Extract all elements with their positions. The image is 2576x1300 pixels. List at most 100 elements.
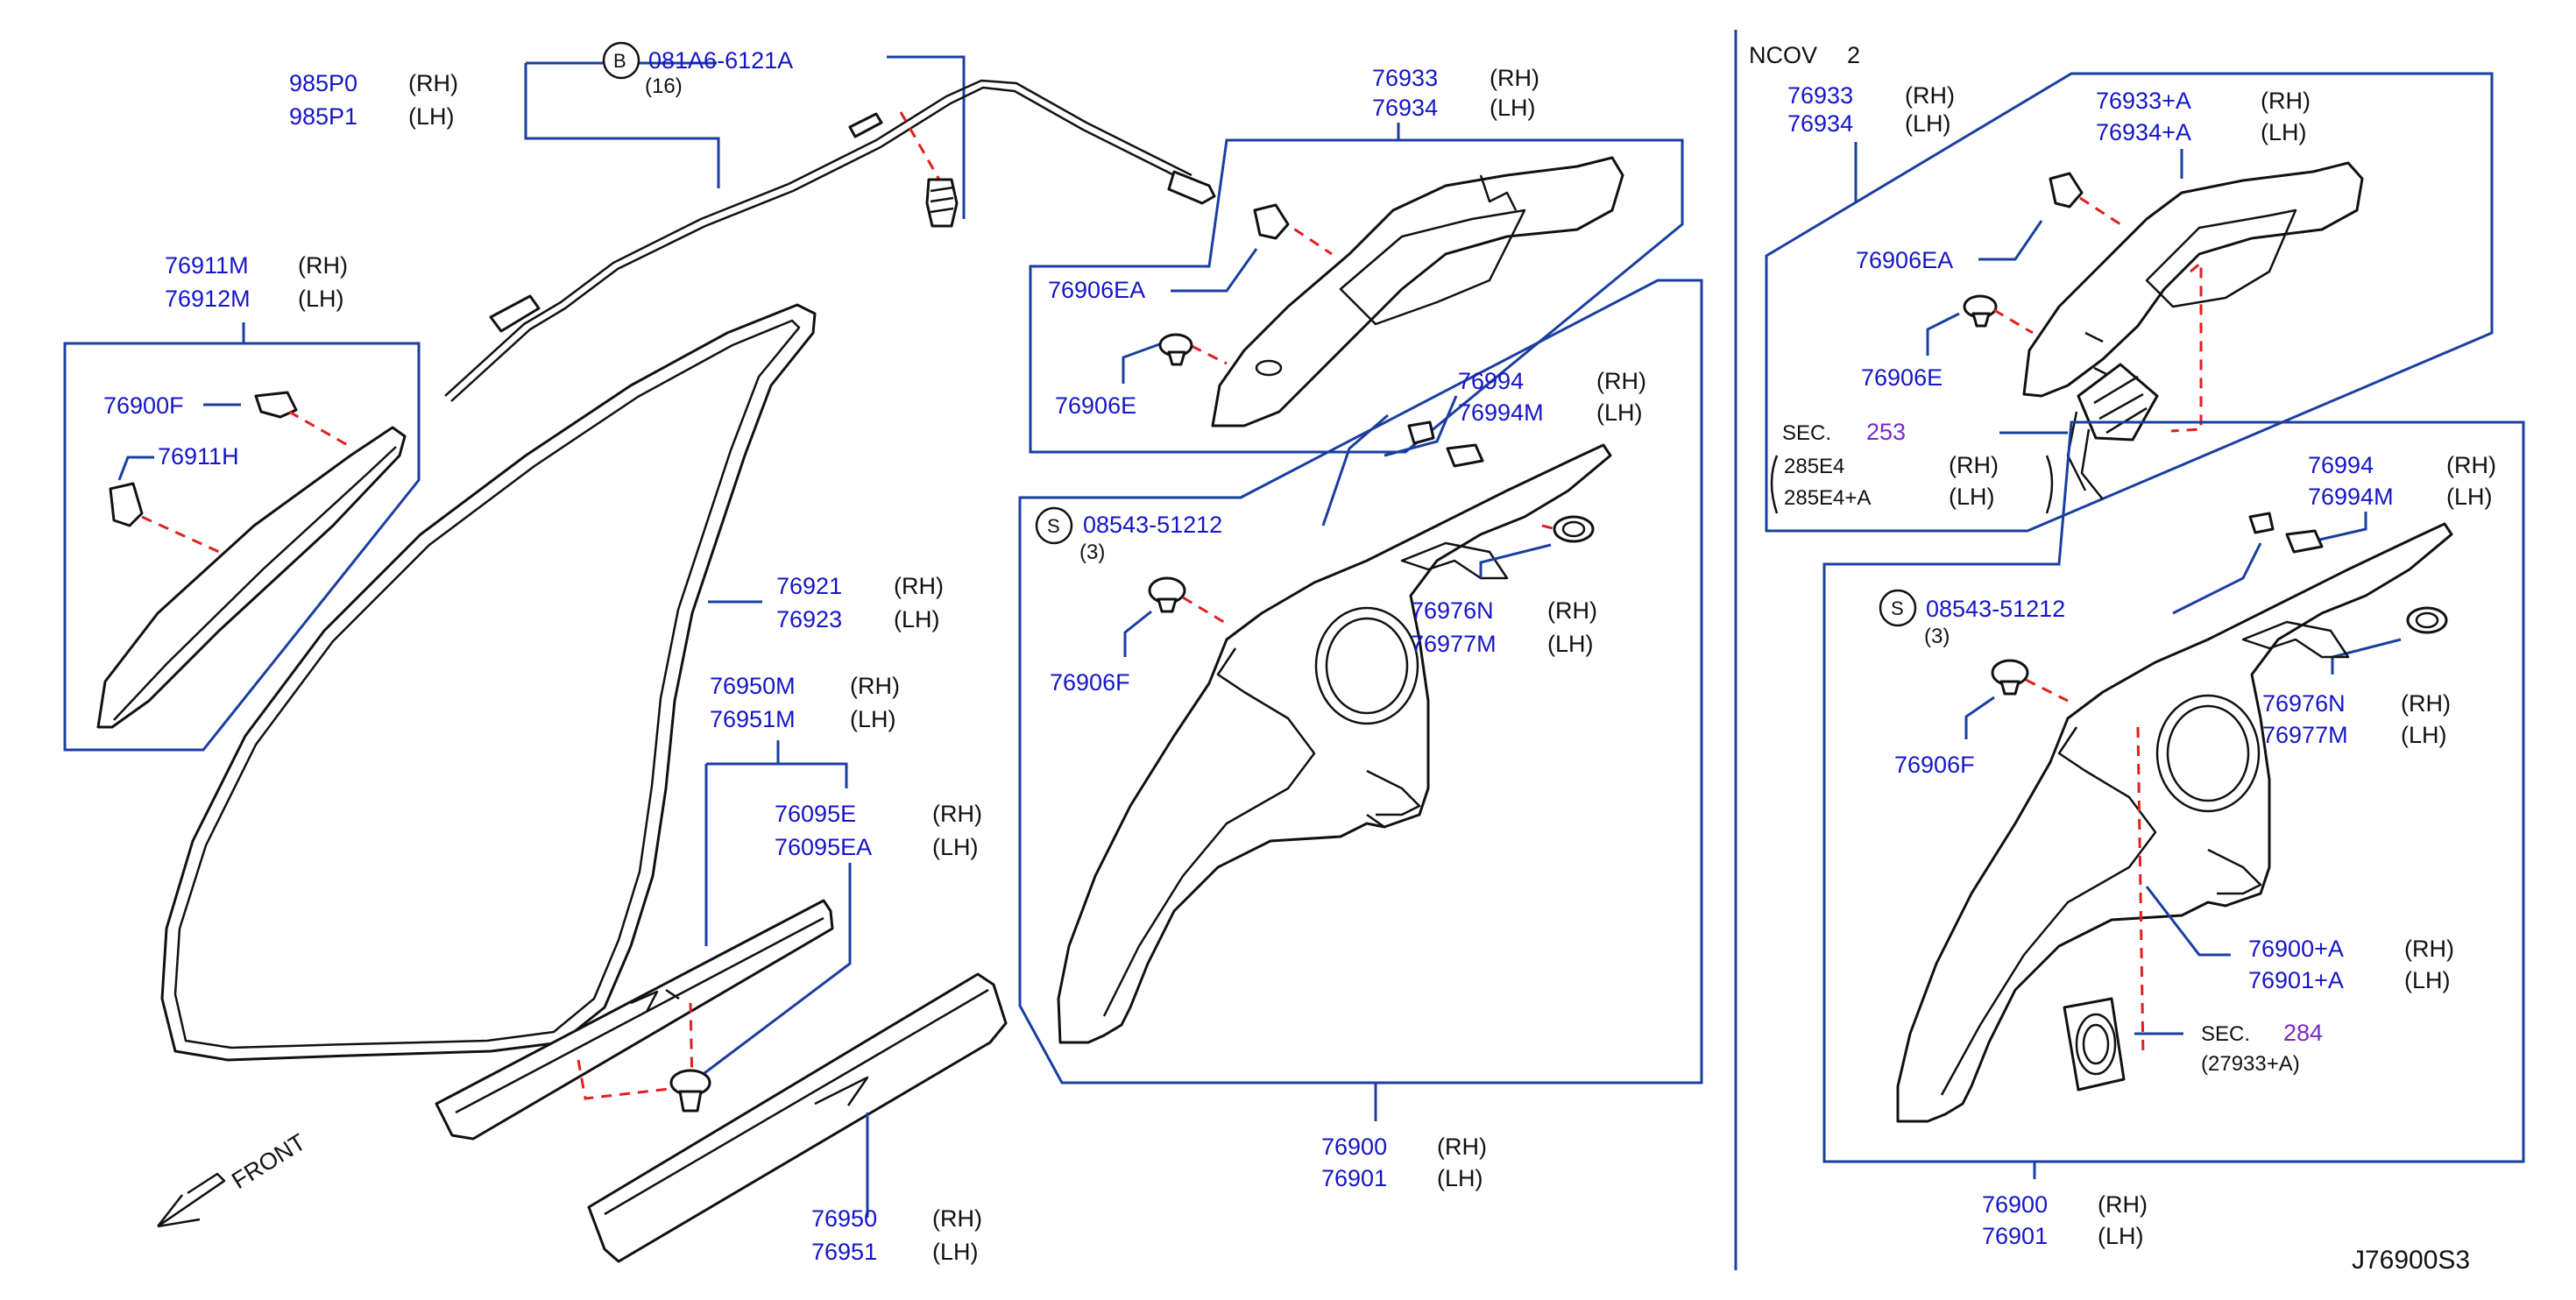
r-speaker-icon[interactable] xyxy=(2063,997,2126,1092)
r-clip-76906f-number[interactable]: 76906F xyxy=(1894,752,1975,778)
kick-clip-icon[interactable] xyxy=(669,1069,711,1113)
r-quarter-trim-lh-number[interactable]: 76901 xyxy=(1982,1223,2048,1249)
quarter-trim-rh-side: (RH) xyxy=(1437,1134,1487,1160)
quarter-trim-part[interactable] xyxy=(1057,443,1612,1044)
r-clip-e-number[interactable]: 76906E xyxy=(1861,364,1943,391)
r-clip-bracket-lh-side: (LH) xyxy=(2446,484,2493,510)
pillar-finisher-lh-side: (LH) xyxy=(298,286,344,312)
r-sec284-number[interactable]: 284 xyxy=(2283,1020,2323,1046)
r-quarter-trim-a-lh-number[interactable]: 76901+A xyxy=(2248,967,2344,993)
r-sec253-rh-number[interactable]: 285E4 xyxy=(1784,455,1844,478)
r-grommet-icon[interactable] xyxy=(2406,606,2448,634)
r-harness-connector-icon[interactable] xyxy=(2066,363,2159,500)
quarter-trim-lh-side: (LH) xyxy=(1437,1165,1483,1191)
weatherstrip-rh-number[interactable]: 76921 xyxy=(776,573,842,599)
clip-76906f-icon[interactable] xyxy=(1148,576,1186,613)
r-quarter-trim-a-rh-number[interactable]: 76900+A xyxy=(2248,936,2344,962)
r-grommet-rh-number[interactable]: 76976N xyxy=(2262,690,2346,717)
r-clip-e-icon[interactable] xyxy=(1963,294,1998,328)
r-upper-trim-a-rh-side: (RH) xyxy=(2261,88,2311,114)
grommet-icon[interactable] xyxy=(1553,515,1595,543)
quarter-trim-lh-number[interactable]: 76901 xyxy=(1321,1165,1387,1191)
r-clip-bracket-icon[interactable] xyxy=(2285,529,2324,554)
r-clip-ea-icon[interactable] xyxy=(2049,172,2084,208)
r-clip-bracket-rh-side: (RH) xyxy=(2446,452,2496,478)
bracket-bolt-icon[interactable] xyxy=(1407,420,1435,445)
lower-kick-plate-part[interactable] xyxy=(587,972,1008,1263)
weatherstrip-lh-number[interactable]: 76923 xyxy=(776,606,842,632)
kick-plate-lh-number[interactable]: 76951M xyxy=(710,706,796,732)
r-upper-trim-a-rh-number[interactable]: 76933+A xyxy=(2096,88,2191,114)
clip-bracket-lh-side: (LH) xyxy=(1596,399,1643,426)
r-screw-code[interactable]: 08543-51212 xyxy=(1926,596,2065,622)
r-screw-qty: (3) xyxy=(1924,625,1950,648)
r-bracket-bolt-icon[interactable] xyxy=(2248,512,2275,534)
clip-76911h-icon[interactable] xyxy=(109,482,144,527)
bolt-code[interactable]: 081A6-6121A xyxy=(648,47,793,74)
ncov-label: NCOV xyxy=(1749,42,1817,68)
kick-plate-part[interactable] xyxy=(435,899,834,1141)
r-sec253-lh-number[interactable]: 285E4+A xyxy=(1784,486,1871,510)
cable-rh-number[interactable]: 985P0 xyxy=(289,70,357,96)
r-upper-trim-part[interactable] xyxy=(2022,161,2364,398)
kick-clip-rh-side: (RH) xyxy=(932,801,982,827)
upper-clip-e-icon[interactable] xyxy=(1158,333,1193,366)
r-sec284-sub[interactable]: (27933+A) xyxy=(2201,1052,2300,1076)
kick-plate-group: 76950M (RH) 76951M (LH) 76095E (RH) 7609… xyxy=(435,673,982,1141)
weatherstrip-rh-side: (RH) xyxy=(894,573,944,599)
cable-lh-side: (LH) xyxy=(408,103,455,130)
weatherstrip-lh-side: (LH) xyxy=(894,606,940,632)
kick-plate-rh-number[interactable]: 76950M xyxy=(710,673,796,699)
grommet-lh-number[interactable]: 76977M xyxy=(1411,631,1497,657)
clip-bracket-rh-side: (RH) xyxy=(1596,368,1646,394)
kick-clip-rh-number[interactable]: 76095E xyxy=(775,801,856,827)
bolt-qty: (16) xyxy=(645,74,683,98)
release-cable-group: 985P0 (RH) 985P1 (LH) B 081A6-6121A (16) xyxy=(289,41,1216,402)
r-upper-trim-rh-number[interactable]: 76933 xyxy=(1787,82,1853,109)
upper-trim-part[interactable] xyxy=(1211,156,1624,427)
r-clip-bracket-rh-number[interactable]: 76994 xyxy=(2308,452,2374,478)
upper-trim-lh-number[interactable]: 76934 xyxy=(1372,95,1438,121)
quarter-trim-rh-number[interactable]: 76900 xyxy=(1321,1134,1387,1160)
pillar-finisher-rh-number[interactable]: 76911M xyxy=(165,252,249,279)
clip-76900f-icon[interactable] xyxy=(254,391,298,419)
r-clip-ea-number[interactable]: 76906EA xyxy=(1856,247,1953,273)
r-upper-trim-a-lh-number[interactable]: 76934+A xyxy=(2096,119,2191,145)
upper-clip-ea-icon[interactable] xyxy=(1253,203,1290,240)
screw-code[interactable]: 08543-51212 xyxy=(1083,512,1222,538)
cable-clip-2 xyxy=(848,112,883,138)
clip-bracket-lh-number[interactable]: 76994M xyxy=(1458,399,1544,426)
ncov-variant-group: NCOV 2 76933 (RH) 76934 (LH) 76933+A (RH… xyxy=(1749,42,2525,1249)
clip-76906f-number[interactable]: 76906F xyxy=(1050,669,1130,696)
lower-kick-plate-lh-number[interactable]: 76951 xyxy=(811,1239,877,1265)
upper-trim-rh-number[interactable]: 76933 xyxy=(1372,65,1438,91)
upper-clip-e-number[interactable]: 76906E xyxy=(1055,392,1136,419)
weatherstrip-group: 76921 (RH) 76923 (LH) xyxy=(160,303,944,1062)
r-quarter-trim-rh-number[interactable]: 76900 xyxy=(1982,1191,2048,1218)
pillar-finisher-lh-number[interactable]: 76912M xyxy=(165,286,251,312)
kick-clip-lh-side: (LH) xyxy=(932,834,979,860)
grommet-rh-number[interactable]: 76976N xyxy=(1411,597,1494,624)
pillar-finisher-part[interactable] xyxy=(96,426,407,729)
front-label: FRONT xyxy=(227,1128,310,1194)
clip-76900f-number[interactable]: 76900F xyxy=(103,392,184,419)
r-grommet-rh-side: (RH) xyxy=(2401,690,2451,717)
upper-clip-ea-number[interactable]: 76906EA xyxy=(1048,277,1145,303)
release-cable[interactable] xyxy=(444,79,1192,397)
r-grommet-lh-number[interactable]: 76977M xyxy=(2262,722,2348,748)
r-clip-bracket-lh-number[interactable]: 76994M xyxy=(2308,484,2394,510)
r-upper-trim-lh-number[interactable]: 76934 xyxy=(1787,110,1853,137)
r-clip-76906f-icon[interactable] xyxy=(1991,659,2029,696)
clip-bracket-icon[interactable] xyxy=(1446,443,1484,468)
bolt-icon[interactable] xyxy=(925,178,959,228)
lower-kick-plate-rh-number[interactable]: 76950 xyxy=(811,1205,877,1232)
kick-clip-lh-number[interactable]: 76095EA xyxy=(775,834,872,860)
r-sec253-number[interactable]: 253 xyxy=(1866,419,1906,445)
cable-lh-number[interactable]: 985P1 xyxy=(289,103,357,130)
r-quarter-trim-part[interactable] xyxy=(1896,522,2453,1123)
clip-bracket-rh-number[interactable]: 76994 xyxy=(1458,368,1524,394)
r-quarter-trim-rh-side: (RH) xyxy=(2098,1191,2148,1218)
kick-plate-lh-side: (LH) xyxy=(850,706,896,732)
clip-76911h-number[interactable]: 76911H xyxy=(158,443,239,470)
r-quarter-trim-a-lh-side: (LH) xyxy=(2404,967,2451,993)
